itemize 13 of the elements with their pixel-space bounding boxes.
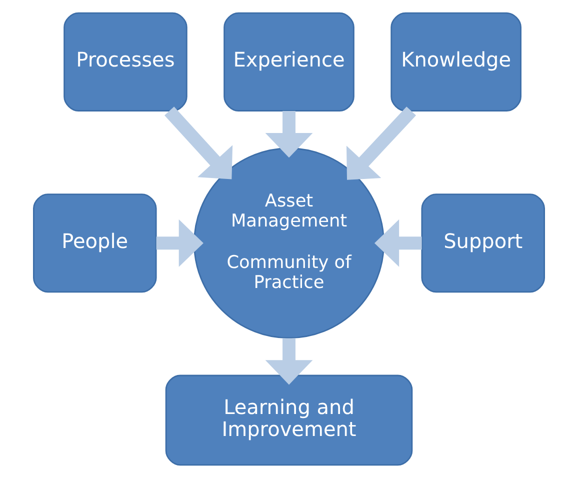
node-circle: Asset Management Community of Practice: [194, 148, 384, 339]
arrow: [374, 219, 422, 267]
arrow: [156, 219, 204, 267]
node-box: People: [33, 194, 157, 293]
node-box: Processes: [64, 12, 188, 112]
node-box: Learning and Improvement: [165, 374, 413, 466]
arrow: [346, 106, 416, 180]
arrow: [265, 111, 313, 158]
arrow: [164, 106, 233, 180]
node-box: Experience: [224, 12, 354, 112]
arrow: [265, 338, 313, 385]
node-box: Knowledge: [390, 12, 522, 112]
node-box: Support: [421, 194, 545, 293]
